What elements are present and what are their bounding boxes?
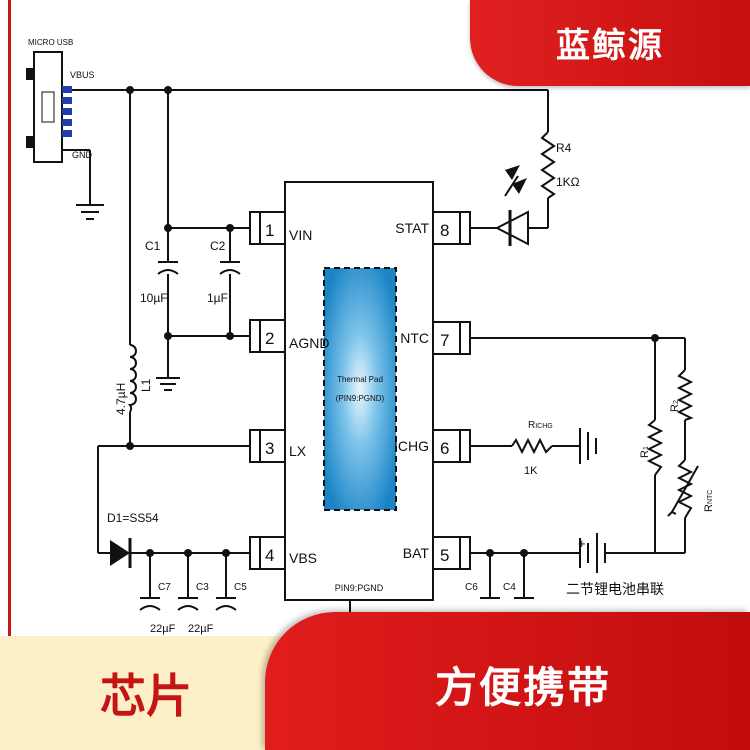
c3-value: 22µF <box>188 623 214 635</box>
pin-stat-label: STAT <box>395 220 429 236</box>
usb-vbus-label: VBUS <box>70 70 95 80</box>
led-icon <box>494 165 529 246</box>
r1-label: R1 <box>639 446 651 458</box>
right-pin-boxes <box>432 211 471 570</box>
d1-label: D1=SS54 <box>107 511 159 525</box>
l1-value: 4.7µH <box>114 383 128 415</box>
charger-ic <box>284 181 434 601</box>
chip-bottom-label: PIN9:PGND <box>335 583 384 593</box>
pin-8-number: 8 <box>440 221 449 240</box>
battery-label: 二节锂电池串联 <box>566 581 664 597</box>
usb-title: MICRO USB <box>28 38 73 47</box>
pin-3-number: 3 <box>265 439 274 458</box>
inductor-icon <box>128 344 137 413</box>
brand-banner: 蓝鲸源 <box>470 0 750 86</box>
bottom-right-text: 方便携带 <box>435 663 612 712</box>
r4-name: R4 <box>556 141 572 155</box>
r4-value: 1KΩ <box>556 175 580 189</box>
richg-name: RICHG <box>528 420 553 431</box>
pin-6-number: 6 <box>440 439 449 458</box>
pin-5-number: 5 <box>440 546 449 565</box>
junctions <box>126 86 659 557</box>
pin-ntc-label: NTC <box>400 330 429 346</box>
c1-value: 10µF <box>140 291 168 305</box>
bottom-left-text: 芯片 <box>100 669 192 723</box>
thermal-pad-label: Thermal Pad <box>337 375 383 384</box>
pin-7-number: 7 <box>440 331 449 350</box>
thermal-pad-pin-label: (PIN9:PGND) <box>336 394 385 403</box>
usb-gnd-label: GND <box>72 150 93 160</box>
capacitors <box>139 261 534 611</box>
c7-label: C7 <box>158 582 171 593</box>
pin-ichg-label: ICHG <box>394 438 429 454</box>
battery-icon <box>579 533 606 573</box>
battery-plus: + <box>578 536 586 551</box>
c7-value: 22µF <box>150 623 176 635</box>
l1-name: L1 <box>139 378 153 392</box>
c6-label: C6 <box>465 582 478 593</box>
usb-connector: MICRO USB VBUS GND <box>26 38 95 163</box>
pin-lx-label: LX <box>289 443 307 459</box>
pin-4-number: 4 <box>265 546 274 565</box>
rntc-label: RNTC <box>703 490 715 512</box>
pin-vin-label: VIN <box>289 227 312 243</box>
brand-name: 蓝鲸源 <box>556 26 664 66</box>
richg-value: 1K <box>524 465 538 477</box>
c1-name: C1 <box>145 239 161 253</box>
r2-label: R2 <box>669 400 681 412</box>
pin-vbs-label: VBS <box>289 550 317 566</box>
ground-icons <box>76 204 180 391</box>
resistors <box>511 131 699 519</box>
c3-label: C3 <box>196 582 209 593</box>
c4-label: C4 <box>503 582 516 593</box>
ichg-ground-icon <box>579 428 597 464</box>
c2-value: 1µF <box>207 291 228 305</box>
bottom-right-banner: 方便携带 <box>265 612 750 750</box>
c5-label: C5 <box>234 582 247 593</box>
pin-agnd-label: AGND <box>289 335 329 351</box>
left-pin-boxes <box>249 211 286 570</box>
pin-bat-label: BAT <box>403 545 430 561</box>
diode-icon <box>110 538 132 568</box>
c2-name: C2 <box>210 239 226 253</box>
pin-2-number: 2 <box>265 329 274 348</box>
pin-1-number: 1 <box>265 221 274 240</box>
